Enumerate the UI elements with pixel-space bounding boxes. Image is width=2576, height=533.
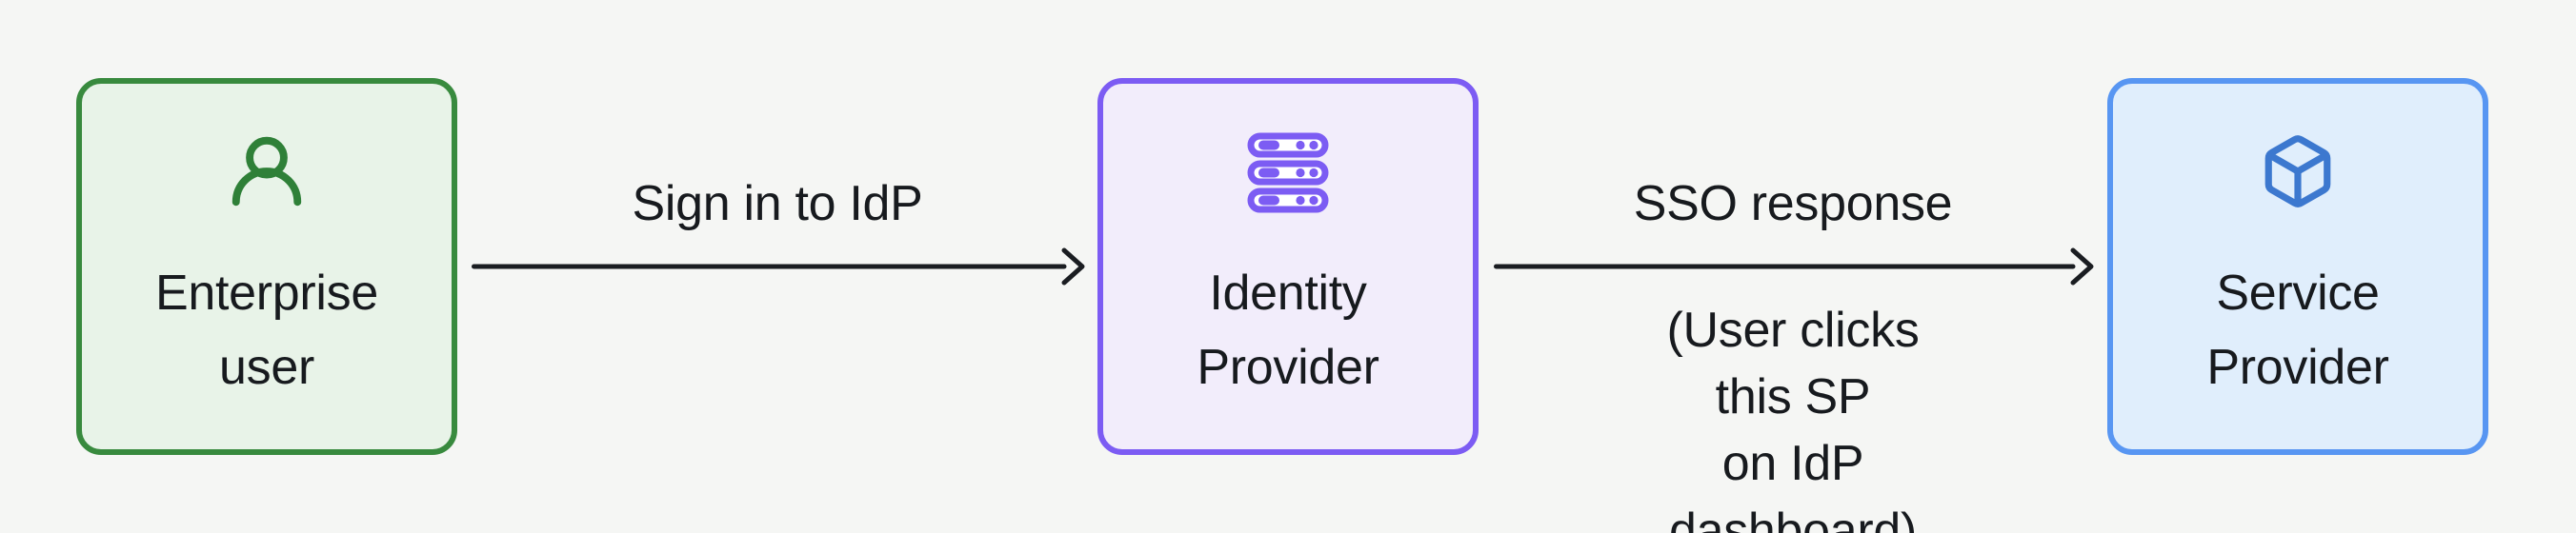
node-label-service-provider: Service Provider [2206, 266, 2389, 395]
server-stack-icon [1246, 128, 1330, 214]
user-icon [226, 128, 308, 214]
arrow-right-icon [1494, 247, 2094, 286]
arrow-sublabel-sso-response: (User clicks this SP on IdP dashboard) [1666, 303, 1920, 533]
node-service-provider: Service Provider [2107, 78, 2488, 455]
node-identity-provider: Identity Provider [1097, 78, 1479, 455]
node-enterprise-user: Enterprise user [76, 78, 457, 455]
arrow-label-sso-response: SSO response [1633, 176, 1953, 231]
node-label-identity-provider: Identity Provider [1197, 266, 1379, 395]
cube-icon [2259, 128, 2337, 214]
connector-sign-in: Sign in to IdP [457, 0, 1097, 533]
arrow-right-icon [472, 247, 1085, 286]
arrow-label-sign-in: Sign in to IdP [632, 176, 923, 231]
node-label-enterprise-user: Enterprise user [155, 266, 378, 395]
connector-sso-response: SSO response (User clicks this SP on IdP… [1479, 0, 2107, 533]
